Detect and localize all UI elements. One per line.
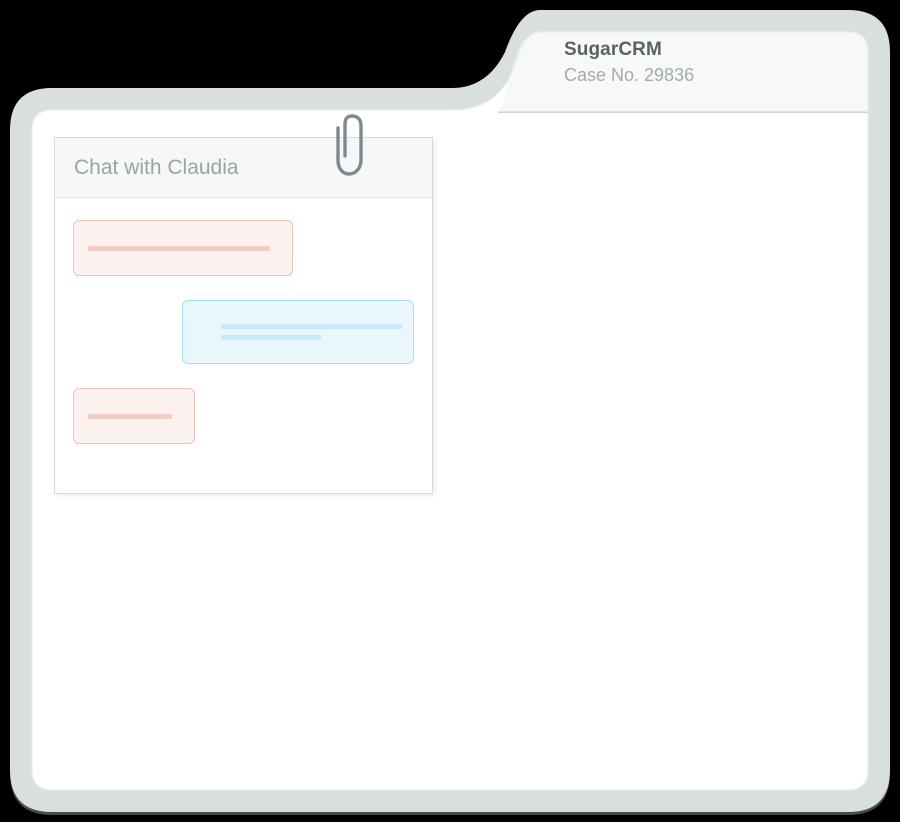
chat-bubble-incoming[interactable] [73, 388, 195, 444]
text-placeholder-line [221, 335, 321, 340]
page-title: SugarCRM [564, 39, 662, 60]
chat-panel-header: Chat with Claudia [55, 138, 432, 198]
chat-panel-title: Chat with Claudia [74, 155, 239, 179]
tab-strip [500, 32, 868, 112]
tab-divider [498, 111, 868, 113]
text-placeholder-line [88, 245, 270, 251]
chat-bubble-incoming[interactable] [73, 220, 293, 276]
chat-message-list [55, 198, 432, 493]
paperclip-icon [336, 114, 363, 176]
chat-bubble-outgoing[interactable] [182, 300, 414, 364]
text-placeholder-line [221, 324, 402, 329]
text-placeholder-line [88, 413, 172, 419]
chat-message-row [55, 300, 432, 364]
chat-message-row [55, 220, 432, 276]
chat-message-row [55, 388, 432, 444]
case-number-label: Case No. 29836 [564, 65, 695, 85]
chat-panel[interactable]: Chat with Claudia [54, 137, 433, 494]
window-inner-edge [31, 31, 869, 791]
tab-header: SugarCRM Case No. 29836 [564, 38, 864, 100]
